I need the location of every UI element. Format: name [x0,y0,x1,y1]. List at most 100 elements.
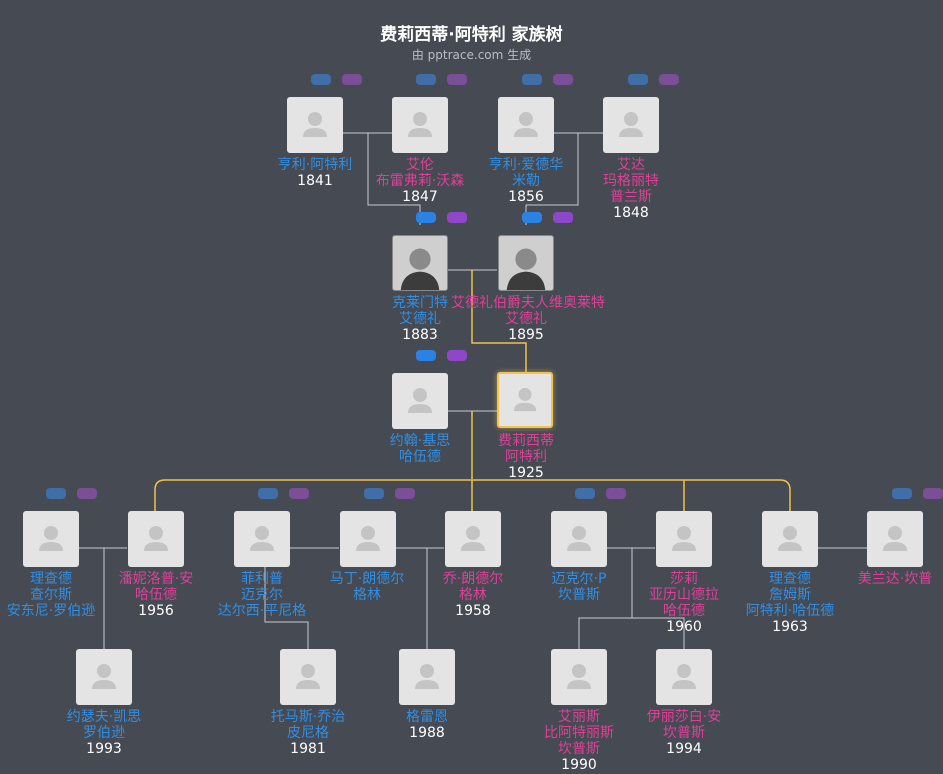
person-birth-year: 1841 [297,173,333,189]
avatar-silhouette-icon [672,526,696,551]
person-photo[interactable] [23,511,79,567]
person-name: 达尔西·平尼格 [217,603,307,619]
page-subtitle: 由 pptrace.com 生成 [411,48,532,62]
person-name: 玛格丽特 [603,173,659,189]
avatar-silhouette-icon [461,526,485,551]
person-photo[interactable] [399,649,455,705]
expand-father-toggle[interactable] [522,212,542,223]
person-photo[interactable] [392,97,448,153]
expand-father-toggle[interactable] [892,488,912,499]
avatar-silhouette-icon [39,526,63,551]
person-photo[interactable] [551,649,607,705]
person-label: 艾伦 布雷弗莉·沃森 1847 [345,157,495,205]
person-name: 约瑟夫·凯思 [66,709,142,725]
person-portrait[interactable] [392,235,448,291]
expand-father-toggle[interactable] [522,74,542,85]
expand-mother-toggle[interactable] [553,212,573,223]
expand-father-toggle[interactable] [416,350,436,361]
person-name: 约翰·基思 [389,433,451,449]
expand-father-toggle[interactable] [416,212,436,223]
expand-mother-toggle[interactable] [447,212,467,223]
expand-mother-toggle[interactable] [342,74,362,85]
person-portrait[interactable] [498,235,554,291]
person-birth-year: 1988 [409,725,445,741]
expand-mother-toggle[interactable] [606,488,626,499]
focus-person-photo[interactable] [497,372,553,428]
person-photo[interactable] [234,511,290,567]
person-birth-year: 1925 [508,465,544,481]
expand-mother-toggle[interactable] [659,74,679,85]
expand-father-toggle[interactable] [575,488,595,499]
person-name: 伊丽莎白·安 [646,709,722,725]
person-birth-year: 1956 [138,603,174,619]
person-name: 格雷恩 [406,709,448,725]
avatar-silhouette-icon [778,526,802,551]
person-name: 哈伍德 [663,603,705,619]
person-name: 艾达 [617,157,645,173]
expand-father-toggle[interactable] [628,74,648,85]
person-name: 坎普斯 [663,725,705,741]
person-photo[interactable] [656,511,712,567]
person-name: 理查德 [30,571,72,587]
person-label: 理查德 詹姆斯 阿特利·哈伍德 1963 [715,571,865,635]
avatar-silhouette-icon [672,664,696,689]
person-name: 坎普斯 [558,587,600,603]
person-name: 潘妮洛普·安 [118,571,194,587]
person-photo[interactable] [280,649,336,705]
person-name: 阿特利 [505,449,547,465]
person-photo[interactable] [603,97,659,153]
person-photo[interactable] [76,649,132,705]
person-name: 克莱门特 [392,295,448,311]
expand-father-toggle[interactable] [364,488,384,499]
expand-father-toggle[interactable] [46,488,66,499]
person-photo[interactable] [392,373,448,429]
person-photo[interactable] [340,511,396,567]
person-photo[interactable] [762,511,818,567]
person-birth-year: 1994 [666,741,702,757]
page-title: 费莉西蒂·阿特利 家族树 [380,25,563,45]
person-name: 艾丽斯 [558,709,600,725]
person-birth-year: 1993 [86,741,122,757]
focus-person-label: 费莉西蒂 阿特利 1925 [451,433,601,481]
expand-father-toggle[interactable] [311,74,331,85]
expand-mother-toggle[interactable] [447,350,467,361]
avatar-silhouette-icon [506,248,546,290]
person-name: 阿特利·哈伍德 [745,603,835,619]
person-photo[interactable] [656,649,712,705]
person-photo[interactable] [128,511,184,567]
person-label: 亨利·阿特利 1841 [240,157,390,189]
expand-mother-toggle[interactable] [553,74,573,85]
avatar-silhouette-icon [619,112,643,137]
person-photo[interactable] [867,511,923,567]
avatar-silhouette-icon [567,664,591,689]
expand-mother-toggle[interactable] [289,488,309,499]
expand-father-toggle[interactable] [416,74,436,85]
person-name: 布雷弗莉·沃森 [375,173,465,189]
person-label: 艾德礼伯爵夫人维奥莱特 艾德礼 1895 [451,295,605,343]
person-photo[interactable] [287,97,343,153]
expand-mother-toggle[interactable] [77,488,97,499]
person-label: 马丁·朗德尔 格林 [292,571,442,603]
avatar-silhouette-icon [92,664,116,689]
person-label: 亨利·爱德华 米勒 1856 [451,157,601,205]
person-photo[interactable] [498,97,554,153]
person-name: 理查德 [769,571,811,587]
person-label: 潘妮洛普·安 哈伍德 1956 [81,571,231,619]
expand-mother-toggle[interactable] [923,488,943,499]
person-birth-year: 1847 [402,189,438,205]
person-birth-year: 1895 [508,327,544,343]
expand-mother-toggle[interactable] [447,74,467,85]
person-birth-year: 1963 [772,619,808,635]
person-photo[interactable] [445,511,501,567]
avatar-silhouette-icon [400,248,440,290]
expand-father-toggle[interactable] [258,488,278,499]
person-name: 格林 [459,587,487,603]
expand-mother-toggle[interactable] [395,488,415,499]
person-birth-year: 1960 [666,619,702,635]
person-photo[interactable] [551,511,607,567]
avatar-silhouette-icon [408,388,432,413]
person-name: 皮尼格 [287,725,329,741]
person-name: 哈伍德 [135,587,177,603]
person-name: 坎普斯 [558,741,600,757]
person-birth-year: 1848 [613,205,649,221]
